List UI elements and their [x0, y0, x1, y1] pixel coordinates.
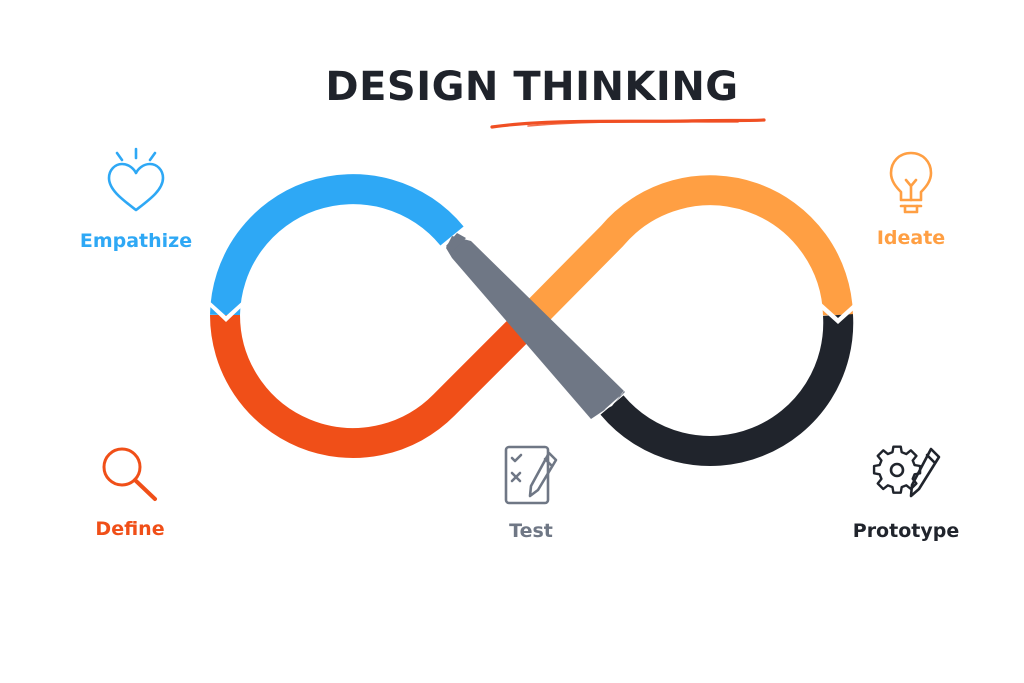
loop-segment-ideate: [517, 175, 853, 332]
stage-empathize: Empathize: [46, 146, 226, 252]
stage-ideate: Ideate: [821, 150, 1001, 249]
checklist-icon: [504, 445, 558, 505]
title-underline: [490, 118, 766, 129]
stage-label-define: Define: [95, 518, 165, 540]
segment-separators: [206, 298, 858, 324]
gear-pencil-icon: [872, 445, 941, 498]
page-title: DESIGN THINKING: [325, 64, 739, 110]
stage-test: Test: [441, 444, 621, 542]
magnifier-icon: [102, 447, 157, 501]
lightbulb-icon: [889, 151, 933, 214]
loop-segment-empathize: [210, 174, 464, 316]
loop-segment-define: [210, 310, 539, 458]
stage-label-prototype: Prototype: [852, 520, 960, 542]
stage-label-test: Test: [509, 520, 553, 542]
stage-label-empathize: Empathize: [79, 230, 193, 252]
heart-icon: [107, 147, 165, 212]
loop-segment-prototype: [600, 314, 854, 466]
stage-define: Define: [40, 444, 220, 540]
loop-segment-test: [446, 236, 625, 419]
stage-prototype: Prototype: [816, 441, 996, 542]
stage-label-ideate: Ideate: [876, 227, 946, 249]
